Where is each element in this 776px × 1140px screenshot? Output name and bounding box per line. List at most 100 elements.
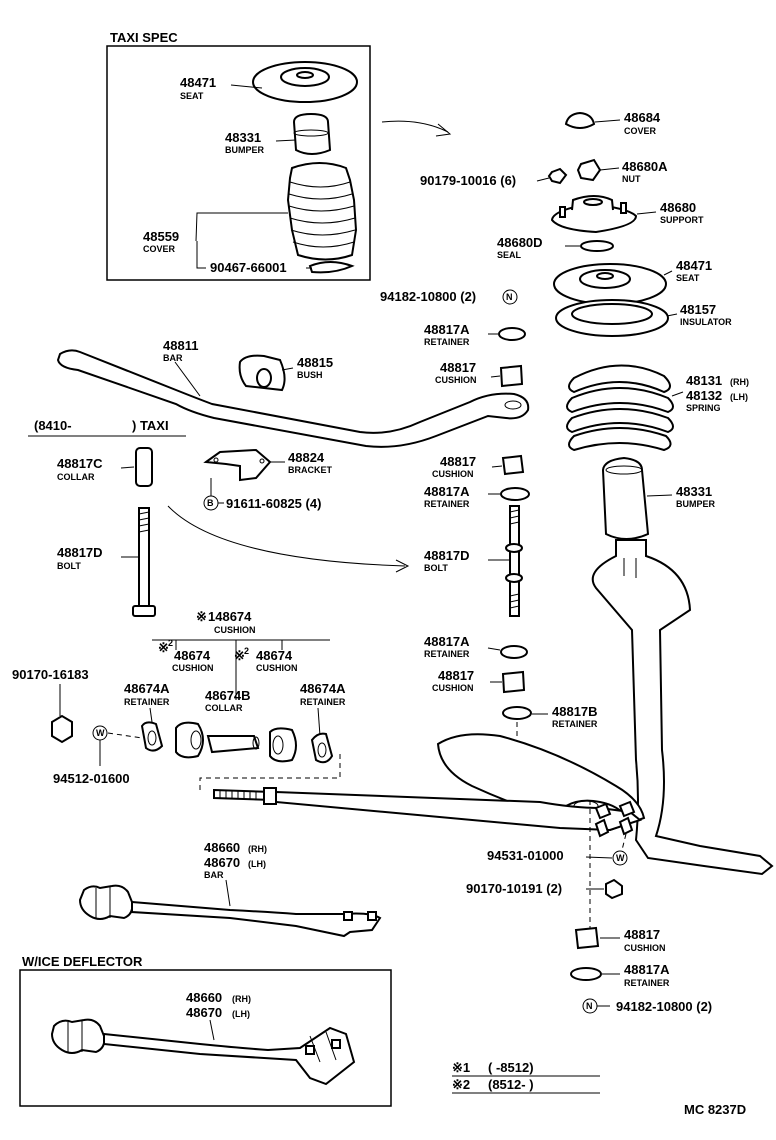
callout-number: 48817C bbox=[57, 456, 103, 471]
ice-deflector-title: W/ICE DEFLECTOR bbox=[22, 954, 143, 969]
callout-number: 48559 bbox=[143, 229, 179, 244]
callout-label: BUSH bbox=[297, 370, 323, 380]
callout-number: 48824 bbox=[288, 450, 325, 465]
callout-label: CUSHION bbox=[432, 683, 474, 693]
callout-number: 48817A bbox=[424, 634, 470, 649]
bumper-part bbox=[601, 456, 650, 540]
taxi-bumper-part bbox=[292, 112, 332, 155]
cushion-part bbox=[499, 364, 524, 388]
cushion-part bbox=[501, 454, 525, 476]
retainer-part bbox=[500, 645, 528, 659]
callout-label: CUSHION bbox=[432, 469, 474, 479]
callout-number: 94182-10800 (2) bbox=[616, 999, 712, 1014]
diagram-code: MC 8237D bbox=[684, 1102, 746, 1117]
star-sup: 2 bbox=[244, 646, 249, 656]
ice-deflector-bar-part bbox=[50, 1018, 356, 1086]
callout-number: 48817B bbox=[552, 704, 598, 719]
star-mark: ※ bbox=[158, 640, 169, 655]
taxi-range-start: (8410- bbox=[34, 418, 72, 433]
callout-number: 94512-01600 bbox=[53, 771, 130, 786]
circle-mark: B bbox=[207, 498, 214, 508]
callout-label: SUPPORT bbox=[660, 215, 704, 225]
callout-number: 94182-10800 (2) bbox=[380, 289, 476, 304]
callout-label: RETAINER bbox=[424, 649, 470, 659]
callout-label: RETAINER bbox=[300, 697, 346, 707]
suffix-rh: (RH) bbox=[248, 844, 267, 854]
cover-cap-part bbox=[564, 111, 596, 129]
callout-number: 48131 bbox=[686, 373, 722, 388]
bolt-part bbox=[132, 507, 156, 617]
seal-part bbox=[580, 240, 614, 252]
callout-number: 94531-01000 bbox=[487, 848, 564, 863]
nut-part bbox=[605, 878, 623, 900]
callout-number: 91611-60825 (4) bbox=[226, 496, 321, 511]
w-circle-icon bbox=[612, 850, 628, 866]
tension-rod-part bbox=[213, 787, 643, 838]
callout-number: 90467-66001 bbox=[210, 260, 287, 275]
callout-number: 48817D bbox=[424, 548, 470, 563]
support-part bbox=[550, 195, 638, 234]
circle-mark: N bbox=[506, 292, 513, 302]
nut-part bbox=[547, 158, 602, 185]
coil-spring-part bbox=[566, 364, 674, 452]
callout-number: 48674A bbox=[124, 681, 170, 696]
taxi-seat-part bbox=[252, 61, 358, 103]
callout-number: 48817A bbox=[624, 962, 670, 977]
n-circle-icon bbox=[502, 289, 518, 305]
star-mark: ※ bbox=[196, 609, 207, 624]
callout-label: BRACKET bbox=[288, 465, 333, 475]
callout-label: SEAL bbox=[497, 250, 522, 260]
callout-label: BOLT bbox=[57, 561, 81, 571]
suffix-lh: (LH) bbox=[232, 1009, 250, 1019]
callout-number: 48132 bbox=[686, 388, 722, 403]
callout-label: CUSHION bbox=[214, 625, 256, 635]
callout-number: 48674B bbox=[205, 688, 251, 703]
footnote-mark: ※1 bbox=[452, 1060, 470, 1075]
suffix-rh: (RH) bbox=[232, 994, 251, 1004]
circle-mark: W bbox=[96, 728, 105, 738]
callout-label: BUMPER bbox=[676, 499, 716, 509]
callout-label: NUT bbox=[622, 174, 641, 184]
footnote-range: (8512- ) bbox=[488, 1077, 534, 1092]
callout-number: 48674 bbox=[256, 648, 293, 663]
collar-part bbox=[206, 735, 260, 754]
seat-part bbox=[553, 263, 667, 305]
callout-label: BOLT bbox=[424, 563, 448, 573]
taxi-spec-box bbox=[106, 45, 371, 281]
cushion-part bbox=[574, 926, 600, 950]
callout-number: 48811 bbox=[163, 338, 198, 353]
retainer-part bbox=[498, 327, 526, 341]
footnote-range: ( -8512) bbox=[488, 1060, 534, 1075]
callout-label: CUSHION bbox=[256, 663, 298, 673]
retainer-part bbox=[140, 721, 164, 752]
star-mark: ※ bbox=[234, 648, 245, 663]
star-sup: 2 bbox=[168, 638, 173, 648]
callout-number: 48680 bbox=[660, 200, 696, 215]
callout-label: COVER bbox=[624, 126, 657, 136]
circle-mark: N bbox=[586, 1001, 593, 1011]
callout-number: 48817D bbox=[57, 545, 103, 560]
callout-label: RETAINER bbox=[624, 978, 670, 988]
callout-label: COLLAR bbox=[205, 703, 243, 713]
suffix-lh: (LH) bbox=[730, 392, 748, 402]
callout-label: BAR bbox=[204, 870, 224, 880]
bush-part bbox=[238, 354, 286, 392]
taxi-spec-title: TAXI SPEC bbox=[110, 30, 178, 45]
bolt-arrow bbox=[167, 505, 406, 567]
callout-label: COLLAR bbox=[57, 472, 95, 482]
bracket-part bbox=[203, 448, 272, 482]
footnote-1: ※1 ( -8512) bbox=[452, 1060, 534, 1075]
strut-bar-part bbox=[78, 884, 382, 938]
callout-label: BAR bbox=[163, 353, 183, 363]
callout-label: INSULATOR bbox=[680, 317, 732, 327]
taxi-range-end: ) TAXI bbox=[132, 418, 169, 433]
strut-body-part bbox=[591, 539, 774, 876]
footnote-mark: ※2 bbox=[452, 1077, 470, 1092]
callout-label: RETAINER bbox=[424, 337, 470, 347]
callout-label: SPRING bbox=[686, 403, 721, 413]
taxi-cover-part bbox=[286, 162, 358, 261]
stab-link-bolt-part bbox=[505, 505, 523, 617]
retainer-part bbox=[570, 967, 602, 981]
